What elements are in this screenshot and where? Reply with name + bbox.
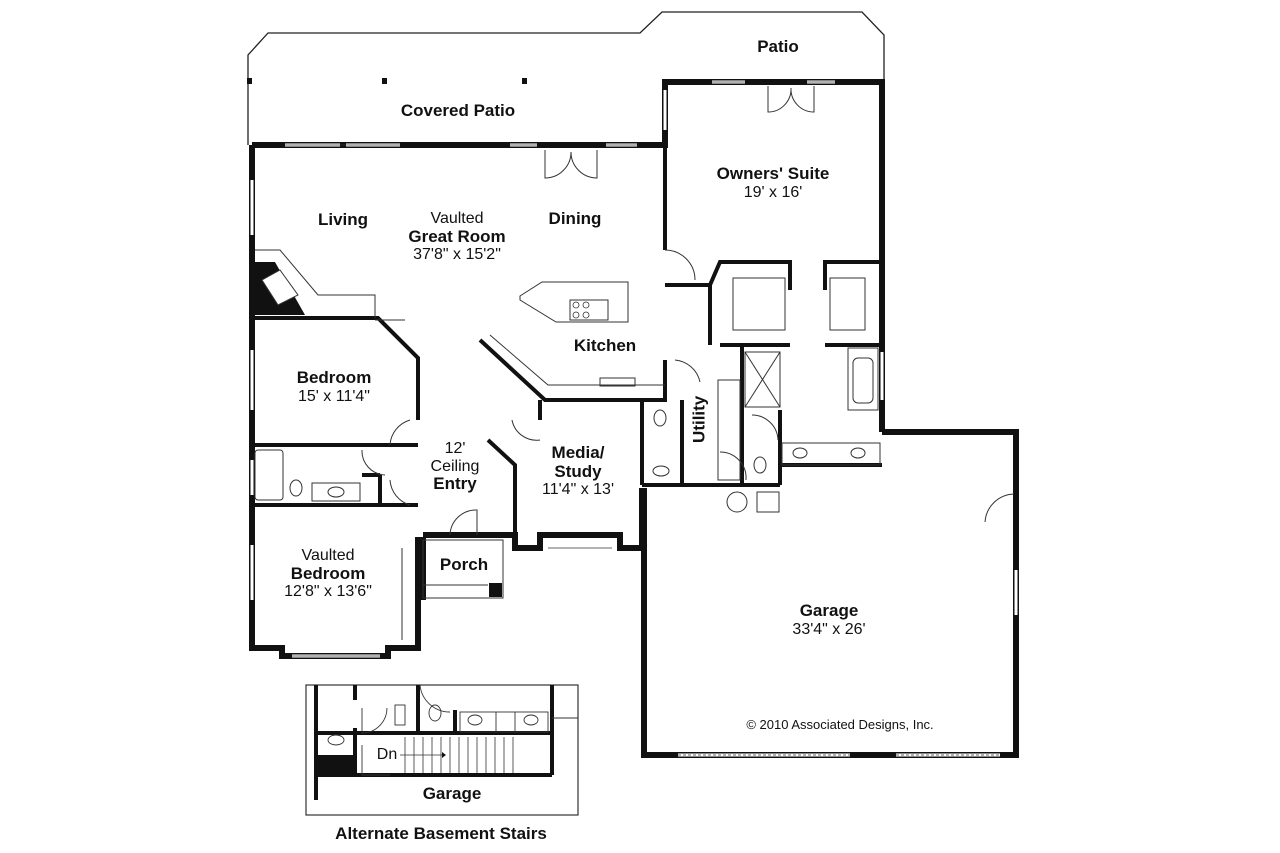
room-name: Garage [799, 601, 859, 620]
room-dims: 11'4" x 13' [542, 481, 614, 499]
room-name: Study [554, 461, 602, 481]
room-name: Entry [433, 474, 477, 494]
patio-outline [247, 11, 885, 145]
inset-garage-label: Garage [422, 784, 482, 803]
room-label-kitchen: Kitchen [573, 336, 637, 355]
room-label-covered-patio: Covered Patio [400, 101, 516, 120]
room-great-room: Vaulted Great Room 37'8" x 15'2" [408, 210, 505, 264]
room-dims: 12'8" x 13'6" [284, 583, 372, 601]
room-bedroom-1: Bedroom 15' x 11'4" [296, 368, 372, 405]
copyright-notice: © 2010 Associated Designs, Inc. [746, 717, 934, 732]
room-dims: 15' x 11'4" [298, 387, 370, 405]
room-dims: 19' x 16' [743, 183, 803, 201]
room-name: Owners' Suite [716, 164, 830, 183]
room-dims: 33'4" x 26' [792, 620, 866, 638]
room-label-utility: Utility [689, 395, 709, 443]
inset-drawing [305, 684, 579, 816]
room-dims: 37'8" x 15'2" [413, 246, 501, 264]
room-entry: 12' Ceiling Entry [431, 440, 480, 494]
room-garage: Garage 33'4" x 26' [792, 601, 866, 638]
room-owners-suite: Owners' Suite 19' x 16' [716, 164, 830, 201]
room-bedroom-2: Vaulted Bedroom 12'8" x 13'6" [284, 547, 372, 601]
room-label-patio: Patio [757, 37, 799, 56]
inset-caption: Alternate Basement Stairs [335, 824, 547, 843]
room-name: Media/ [551, 443, 605, 462]
room-prefix: 12' [444, 440, 466, 457]
room-prefix: Vaulted [301, 547, 355, 564]
stair-down-label: Dn [376, 746, 398, 763]
room-name: Bedroom [290, 563, 366, 583]
room-label-porch: Porch [439, 555, 489, 574]
room-name: Great Room [408, 226, 506, 246]
room-prefix: Ceiling [430, 457, 480, 475]
room-media-study: Media/ Study 11'4" x 13' [542, 443, 614, 499]
room-prefix: Vaulted [430, 210, 484, 227]
room-label-living: Living [317, 210, 369, 229]
room-name: Bedroom [296, 368, 372, 387]
room-label-dining: Dining [548, 209, 602, 228]
